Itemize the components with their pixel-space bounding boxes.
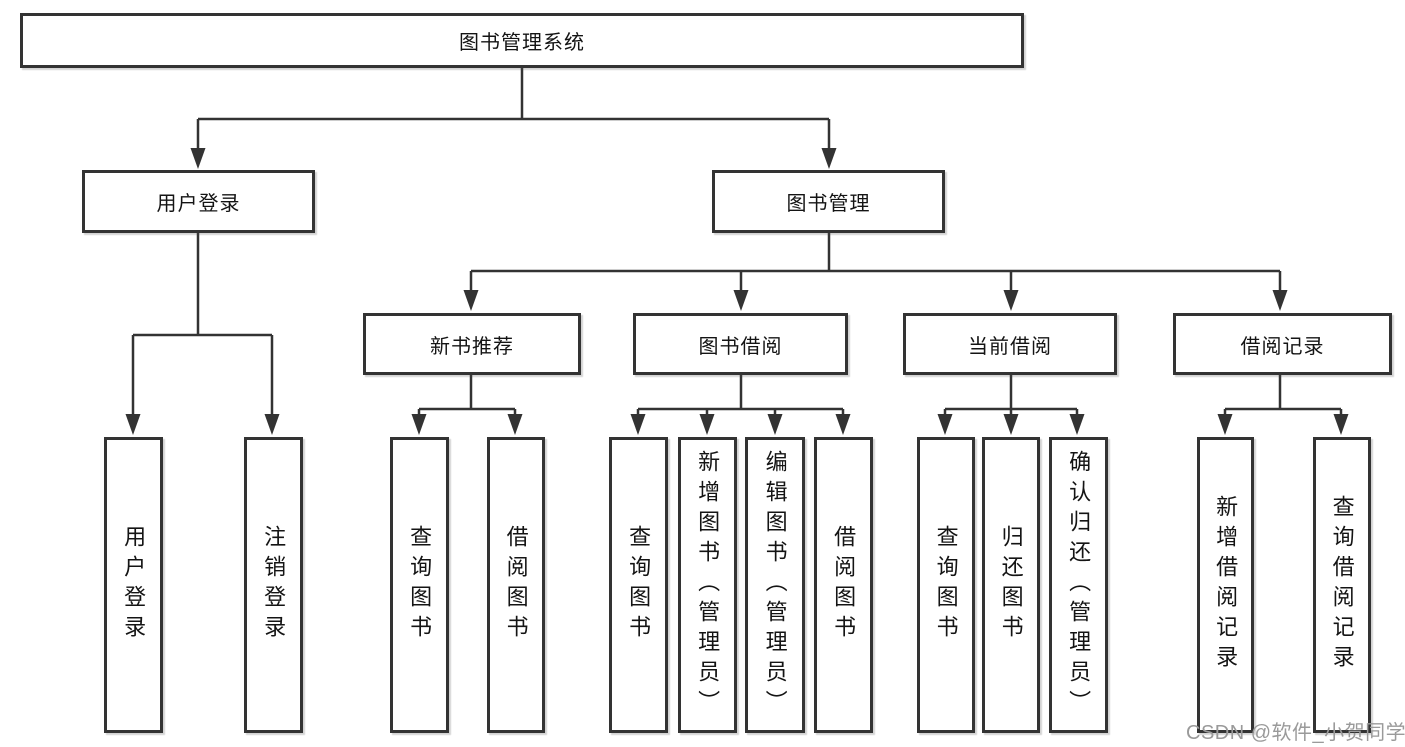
node-book-borrowing: 图书借阅 (633, 313, 848, 375)
node-cb-query-book-label: 查询图书 (933, 525, 959, 645)
node-bb-query-book: 查询图书 (609, 437, 668, 733)
node-bb-borrow-book: 借阅图书 (814, 437, 873, 733)
node-current-borrowing: 当前借阅 (903, 313, 1117, 375)
node-user-login: 用户登录 (82, 170, 315, 233)
node-cb-confirm-return-admin: 确认归还（管理员） (1049, 437, 1108, 733)
node-user-login-label: 用户登录 (156, 193, 241, 215)
node-cb-query-book: 查询图书 (917, 437, 975, 733)
node-user-login-leaf: 用户登录 (104, 437, 163, 733)
node-library-system-label: 图书管理系统 (459, 32, 585, 54)
node-bb-add-book-admin-label: 新增图书（管理员） (695, 450, 721, 720)
node-book-borrowing-label: 图书借阅 (698, 335, 783, 358)
node-cb-return-book-label: 归还图书 (998, 525, 1024, 645)
node-bb-borrow-book-label: 借阅图书 (831, 525, 857, 645)
node-rec-borrow-book: 借阅图书 (487, 437, 545, 733)
node-bb-add-book-admin: 新增图书（管理员） (678, 437, 737, 733)
node-rec-borrow-book-label: 借阅图书 (503, 525, 529, 645)
node-library-system: 图书管理系统 (20, 13, 1024, 68)
node-new-book-recommend-label: 新书推荐 (430, 335, 514, 358)
node-logout-label: 注销登录 (261, 525, 287, 645)
node-user-login-leaf-label: 用户登录 (121, 525, 147, 645)
arrowheads (125, 148, 1349, 435)
node-new-book-recommend: 新书推荐 (363, 313, 581, 375)
node-br-query-record-label: 查询借阅记录 (1329, 495, 1355, 675)
node-bb-edit-book-admin-label: 编辑图书（管理员） (762, 450, 788, 720)
node-rec-query-book-label: 查询图书 (407, 525, 433, 645)
node-br-query-record: 查询借阅记录 (1313, 437, 1371, 733)
node-book-management-label: 图书管理 (786, 193, 871, 215)
node-br-add-record-label: 新增借阅记录 (1213, 495, 1239, 675)
node-br-add-record: 新增借阅记录 (1197, 437, 1254, 733)
csdn-watermark: CSDN @软件_小贺同学 (1186, 722, 1405, 744)
node-current-borrowing-label: 当前借阅 (968, 335, 1052, 358)
node-bb-query-book-label: 查询图书 (626, 525, 652, 645)
node-rec-query-book: 查询图书 (390, 437, 449, 733)
node-book-management: 图书管理 (712, 170, 945, 233)
node-borrowing-records: 借阅记录 (1173, 313, 1392, 375)
connector-lines (131, 68, 1343, 422)
node-borrowing-records-label: 借阅记录 (1240, 335, 1325, 358)
node-cb-confirm-return-admin-label: 确认归还（管理员） (1066, 450, 1092, 720)
node-logout: 注销登录 (244, 437, 303, 733)
node-bb-edit-book-admin: 编辑图书（管理员） (745, 437, 805, 733)
node-cb-return-book: 归还图书 (982, 437, 1040, 733)
